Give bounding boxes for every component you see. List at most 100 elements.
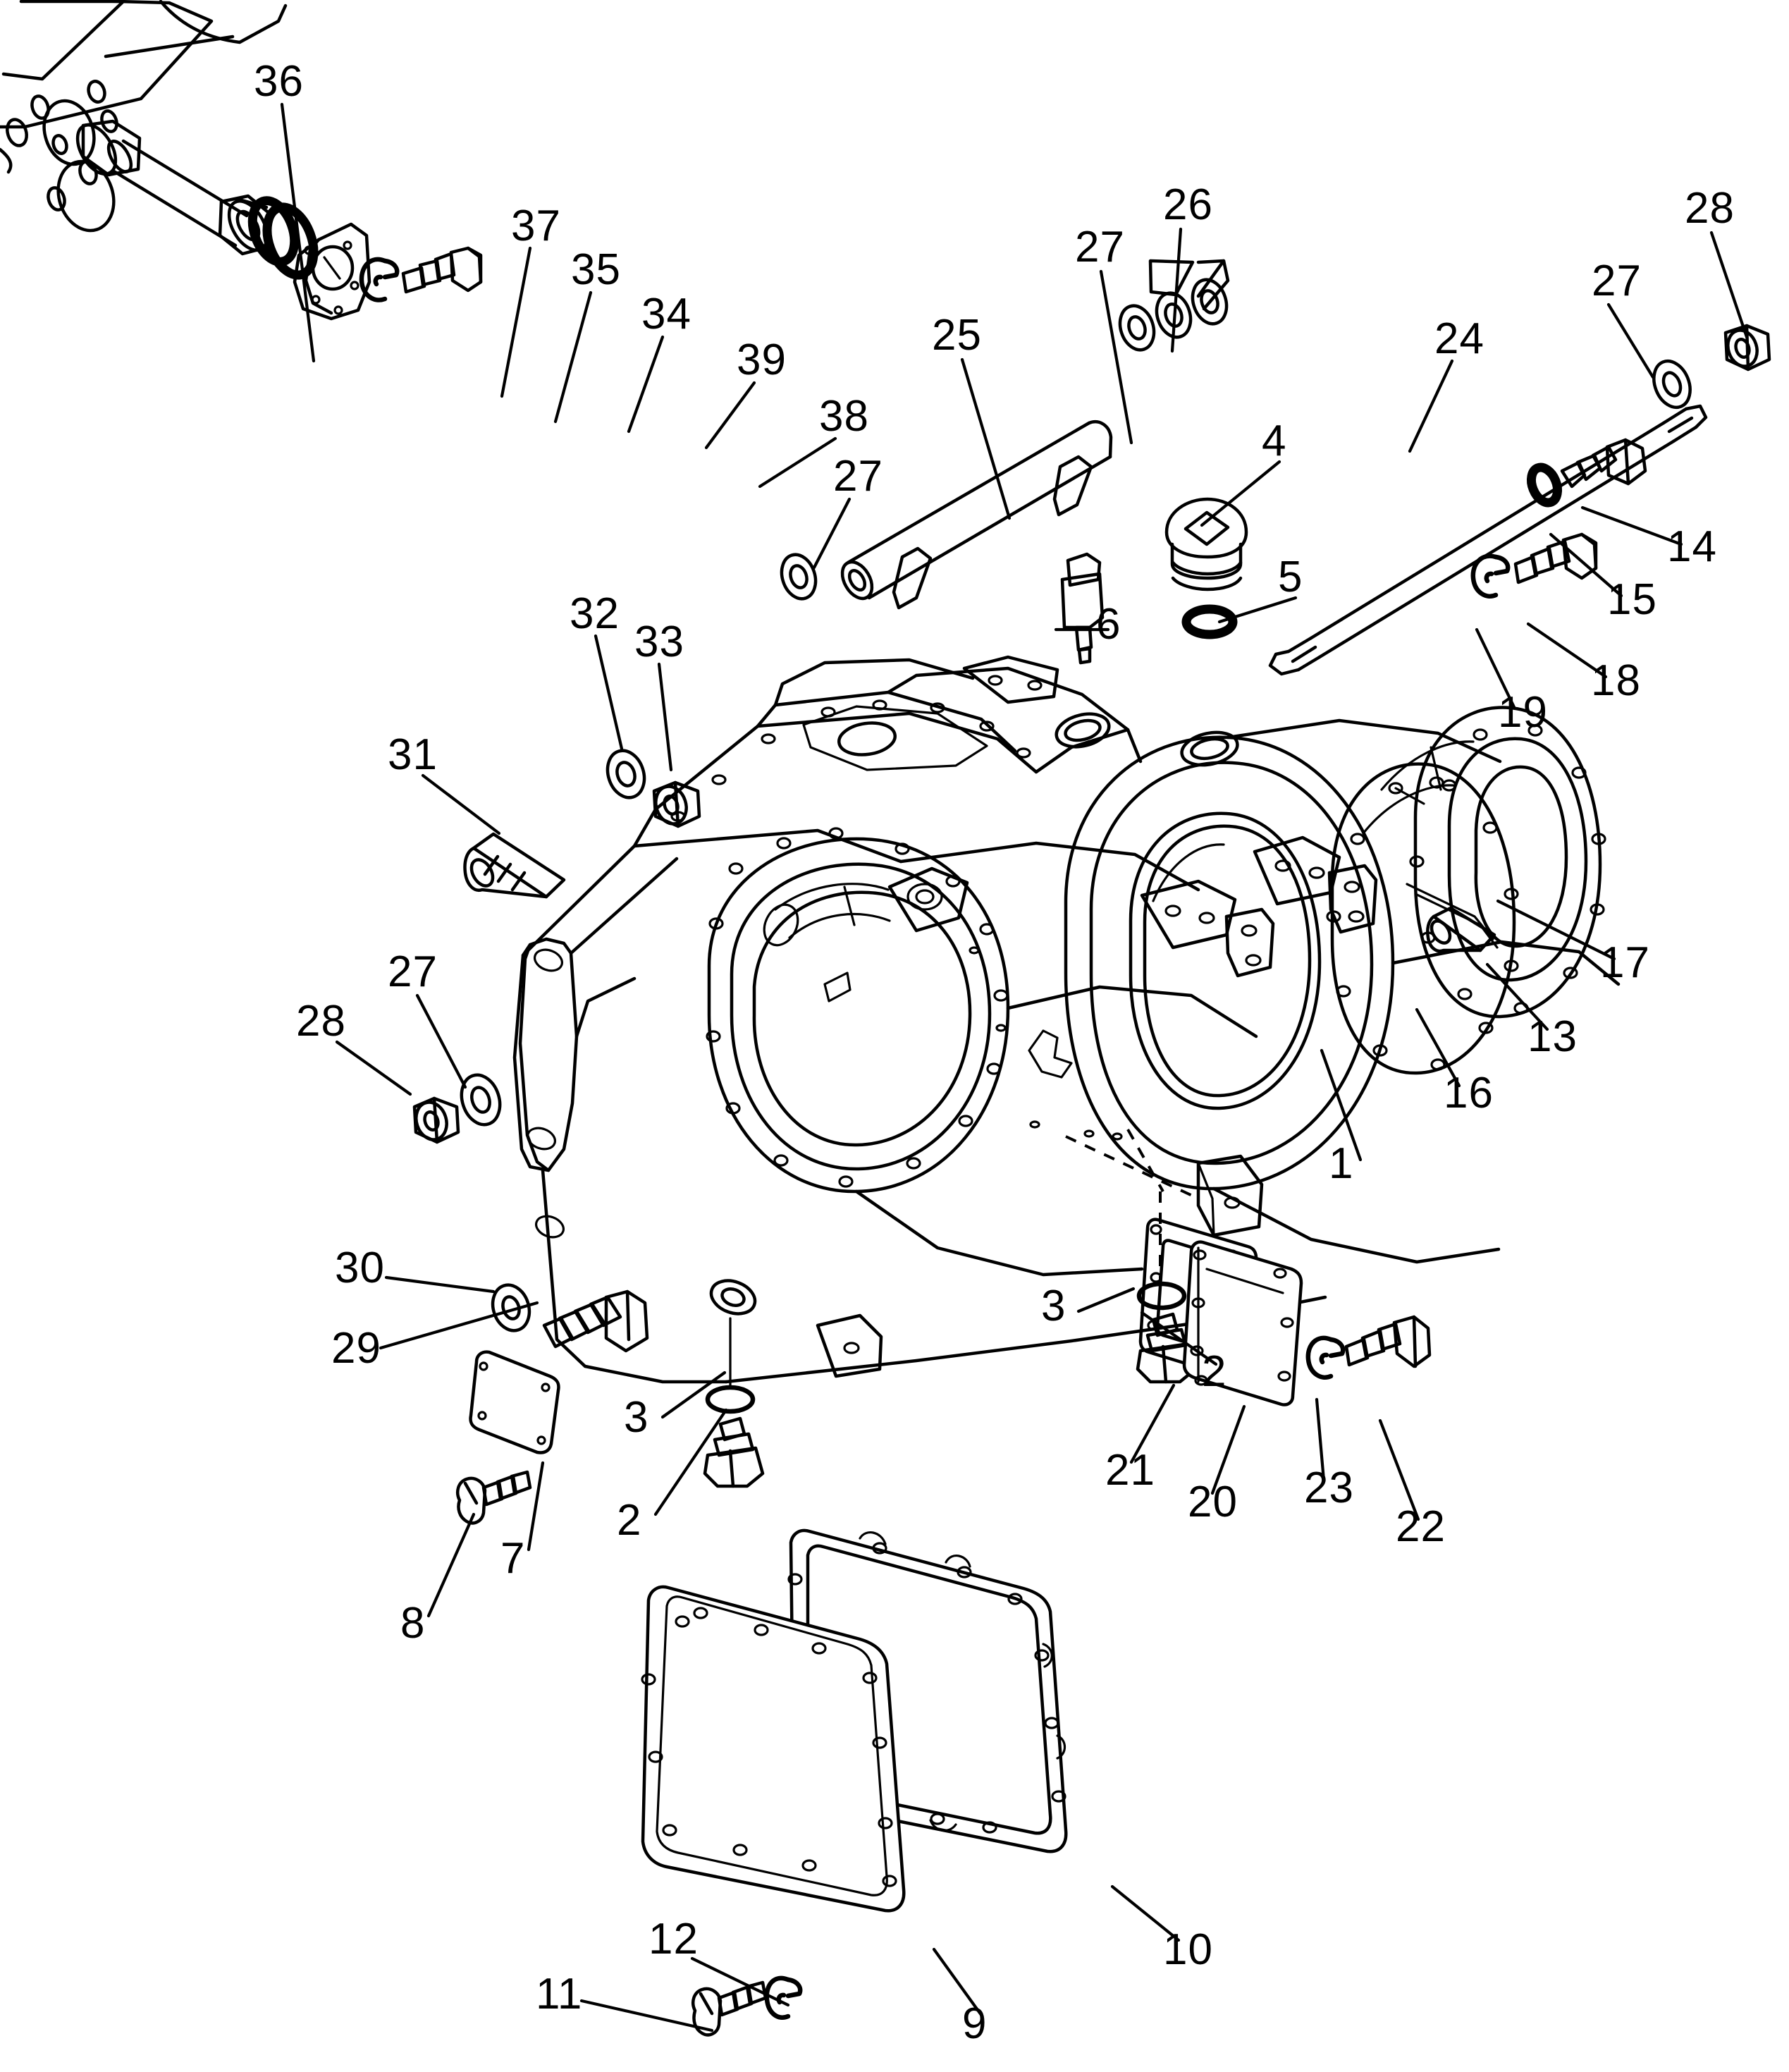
callout-side-cover-plate-7: 7 xyxy=(500,1534,526,1583)
leader-line-31 xyxy=(421,773,501,835)
callout-cover-screw-8: 8 xyxy=(400,1599,426,1648)
leader-line-19 xyxy=(1475,627,1516,709)
flat-washer-27a xyxy=(1118,304,1156,352)
callout-flat-washer-27b: 27 xyxy=(1592,257,1642,305)
callout-lock-plate-26: 26 xyxy=(1163,180,1213,229)
leader-line-27a xyxy=(1099,269,1133,445)
flat-washer-26b xyxy=(1155,291,1193,339)
bolt-22 xyxy=(1344,1315,1432,1368)
leader-line-12 xyxy=(690,1956,790,2007)
callout-square-head-plug-4: 4 xyxy=(1262,417,1287,465)
leader-line-2a xyxy=(1140,1311,1218,1366)
callout-shift-fork-rod-25: 25 xyxy=(932,311,982,360)
screw-8 xyxy=(456,1470,532,1525)
callout-hex-nut-28b: 28 xyxy=(296,997,346,1046)
leader-line-18 xyxy=(1526,622,1608,679)
shift-lever-shaft-36 xyxy=(75,119,273,256)
callout-dowel-pin-17: 17 xyxy=(1600,938,1650,987)
leader-line-30 xyxy=(384,1275,496,1294)
callout-flat-washer-32: 32 xyxy=(570,589,620,638)
callout-case-flange-13: 13 xyxy=(1527,1012,1578,1061)
o-ring-37 xyxy=(247,196,300,266)
flat-washer-30 xyxy=(491,1283,531,1332)
flat-washer-27c xyxy=(780,553,818,601)
leader-line-37 xyxy=(500,246,532,398)
dowel-pin-31 xyxy=(463,832,566,899)
flat-washer-27b xyxy=(1652,359,1692,410)
leader-line-34 xyxy=(627,335,665,434)
shaft-washer-15 xyxy=(1526,462,1563,508)
leader-line-35 xyxy=(553,290,593,424)
lock-washer-23 xyxy=(1305,1335,1346,1380)
leader-line-9 xyxy=(932,1947,983,2017)
callout-flat-washer-30: 30 xyxy=(335,1244,385,1292)
bolt-11 xyxy=(691,1980,768,2037)
transmission-case-1 xyxy=(512,655,1327,1384)
leader-line-27b xyxy=(1606,302,1655,379)
o-ring-3b xyxy=(705,1385,756,1414)
leader-line-7 xyxy=(527,1461,545,1552)
callout-transmission-case-1: 1 xyxy=(1329,1139,1354,1188)
leader-line-28a xyxy=(1709,231,1749,339)
hex-nut-33 xyxy=(652,780,701,828)
callout-cover-bolt-11: 11 xyxy=(536,1970,583,2018)
callout-shaft-washer-15: 15 xyxy=(1607,575,1657,624)
leader-line-13 xyxy=(1485,962,1549,1031)
leader-line-33 xyxy=(657,662,673,772)
callout-mounting-bolt-18: 18 xyxy=(1591,656,1641,705)
callout-pto-gasket-21: 21 xyxy=(1105,1446,1155,1495)
drain-plug-2b xyxy=(703,1416,765,1488)
leader-line-26 xyxy=(1170,227,1183,353)
rear-converter-housing-16 xyxy=(1064,706,1621,1264)
callout-lock-washer-12: 12 xyxy=(648,1915,699,1963)
leader-line-11 xyxy=(579,1999,714,2033)
callout-cover-bolt-22: 22 xyxy=(1396,1502,1446,1551)
bolt-38 xyxy=(401,246,483,294)
leader-line-4 xyxy=(1200,460,1281,527)
leader-line-27c xyxy=(812,497,852,570)
leader-line-27d xyxy=(415,993,467,1089)
hex-nut-28b xyxy=(412,1096,460,1144)
shaft-nut-14 xyxy=(1560,438,1647,489)
leader-line-1 xyxy=(1320,1048,1363,1162)
leader-line-3a xyxy=(1076,1287,1136,1313)
leader-line-3b xyxy=(660,1371,727,1419)
leader-line-25 xyxy=(960,357,1012,520)
callout-flat-washer-27c: 27 xyxy=(833,452,883,501)
flat-washer-26c xyxy=(1191,278,1229,326)
callout-retainer-bolt-38: 38 xyxy=(819,392,869,441)
callout-pto-cover-20: 20 xyxy=(1188,1478,1238,1526)
stud-bolt-29 xyxy=(542,1289,649,1353)
leader-line-17 xyxy=(1496,899,1616,961)
callout-hex-nut-28a: 28 xyxy=(1685,184,1735,233)
bearing-retainer-flange-34 xyxy=(293,222,371,321)
leader-line-32 xyxy=(594,634,624,751)
leader-line-10 xyxy=(1110,1884,1181,1942)
lock-washer-19 xyxy=(1470,553,1511,599)
callout-flat-washer-27d: 27 xyxy=(388,948,438,996)
leader-line-15 xyxy=(1549,532,1623,598)
lock-washer-39 xyxy=(359,257,400,302)
callout-lock-washer-39: 39 xyxy=(737,336,787,384)
flat-washer-32 xyxy=(605,749,646,799)
leader-line-16 xyxy=(1415,1007,1461,1088)
leader-line-24 xyxy=(1408,359,1454,453)
bolt-18 xyxy=(1513,532,1598,584)
callout-case-rear-section-16: 16 xyxy=(1444,1069,1494,1117)
callout-lock-washer-23: 23 xyxy=(1304,1464,1354,1512)
side-cover-plate-7 xyxy=(469,1350,560,1454)
callout-flat-washer-27a: 27 xyxy=(1075,223,1125,271)
callout-stud-bolt-29: 29 xyxy=(331,1324,381,1373)
leader-line-20 xyxy=(1210,1404,1246,1495)
callout-shift-shaft-24: 24 xyxy=(1434,314,1484,363)
callout-o-ring-35: 35 xyxy=(571,245,621,294)
leader-line-36 xyxy=(280,102,316,363)
callout-shaft-nut-14: 14 xyxy=(1667,522,1717,571)
leader-line-29 xyxy=(379,1301,539,1350)
switch-6 xyxy=(1060,552,1105,665)
callout-o-ring-37: 37 xyxy=(511,202,561,250)
inspection-cover-9 xyxy=(641,1585,906,1913)
hex-nut-28a xyxy=(1723,324,1771,372)
